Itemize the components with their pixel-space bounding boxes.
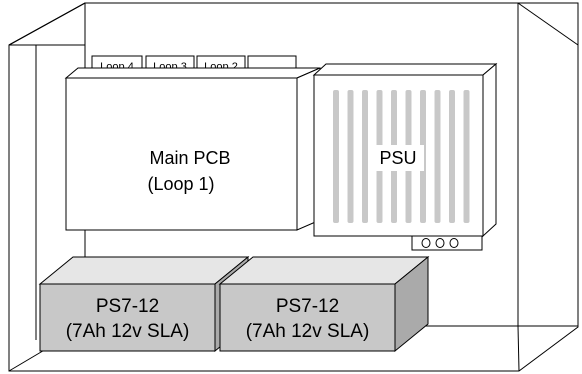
terminal-screws [421, 238, 459, 248]
psu-vent-slot [434, 90, 441, 223]
battery-model-label: PS7-12 [96, 296, 159, 317]
battery-top-face [218, 256, 430, 285]
cabinet-edge-right-upper [517, 2, 579, 46]
psu-vent-slot [347, 90, 354, 223]
terminal-block [411, 235, 483, 251]
psu-top-face [312, 63, 498, 76]
terminal-screw [435, 238, 445, 248]
psu-vent-slot [362, 90, 368, 223]
psu-side-face [482, 62, 497, 238]
battery-top-face [38, 256, 250, 285]
psu-vent-slot [449, 90, 455, 223]
cabinet-edge-top-left [8, 2, 86, 46]
main-pcb-label-line2: (Loop 1) [147, 174, 214, 194]
batteries: PS7-12 (7Ah 12v SLA) PS7-12 (7Ah 12v SLA) [38, 255, 430, 353]
psu-vent-slot [463, 90, 470, 223]
main-pcb-front-face [65, 77, 298, 231]
battery-model-label: PS7-12 [276, 296, 339, 317]
psu-label: PSU [379, 148, 416, 168]
main-pcb-label-line1: Main PCB [149, 148, 230, 168]
psu-label-background [372, 145, 424, 171]
battery: PS7-12 (7Ah 12v SLA) [38, 255, 250, 353]
cabinet-edge-bottom-front [517, 325, 520, 372]
battery-spec-label: (7Ah 12v SLA) [246, 321, 370, 342]
battery-spec-label: (7Ah 12v SLA) [66, 321, 190, 342]
main-pcb-top-face [64, 67, 321, 79]
battery-front-face [39, 283, 216, 352]
terminal-screw [449, 238, 459, 248]
psu-vents [333, 90, 470, 223]
terminal-screw [421, 238, 431, 248]
terminal-block-body [411, 235, 483, 251]
battery-front-face [219, 283, 396, 352]
cabinet-left-wall [8, 44, 85, 371]
psu-vent-slot [333, 90, 339, 223]
battery: PS7-12 (7Ah 12v SLA) [218, 255, 430, 353]
